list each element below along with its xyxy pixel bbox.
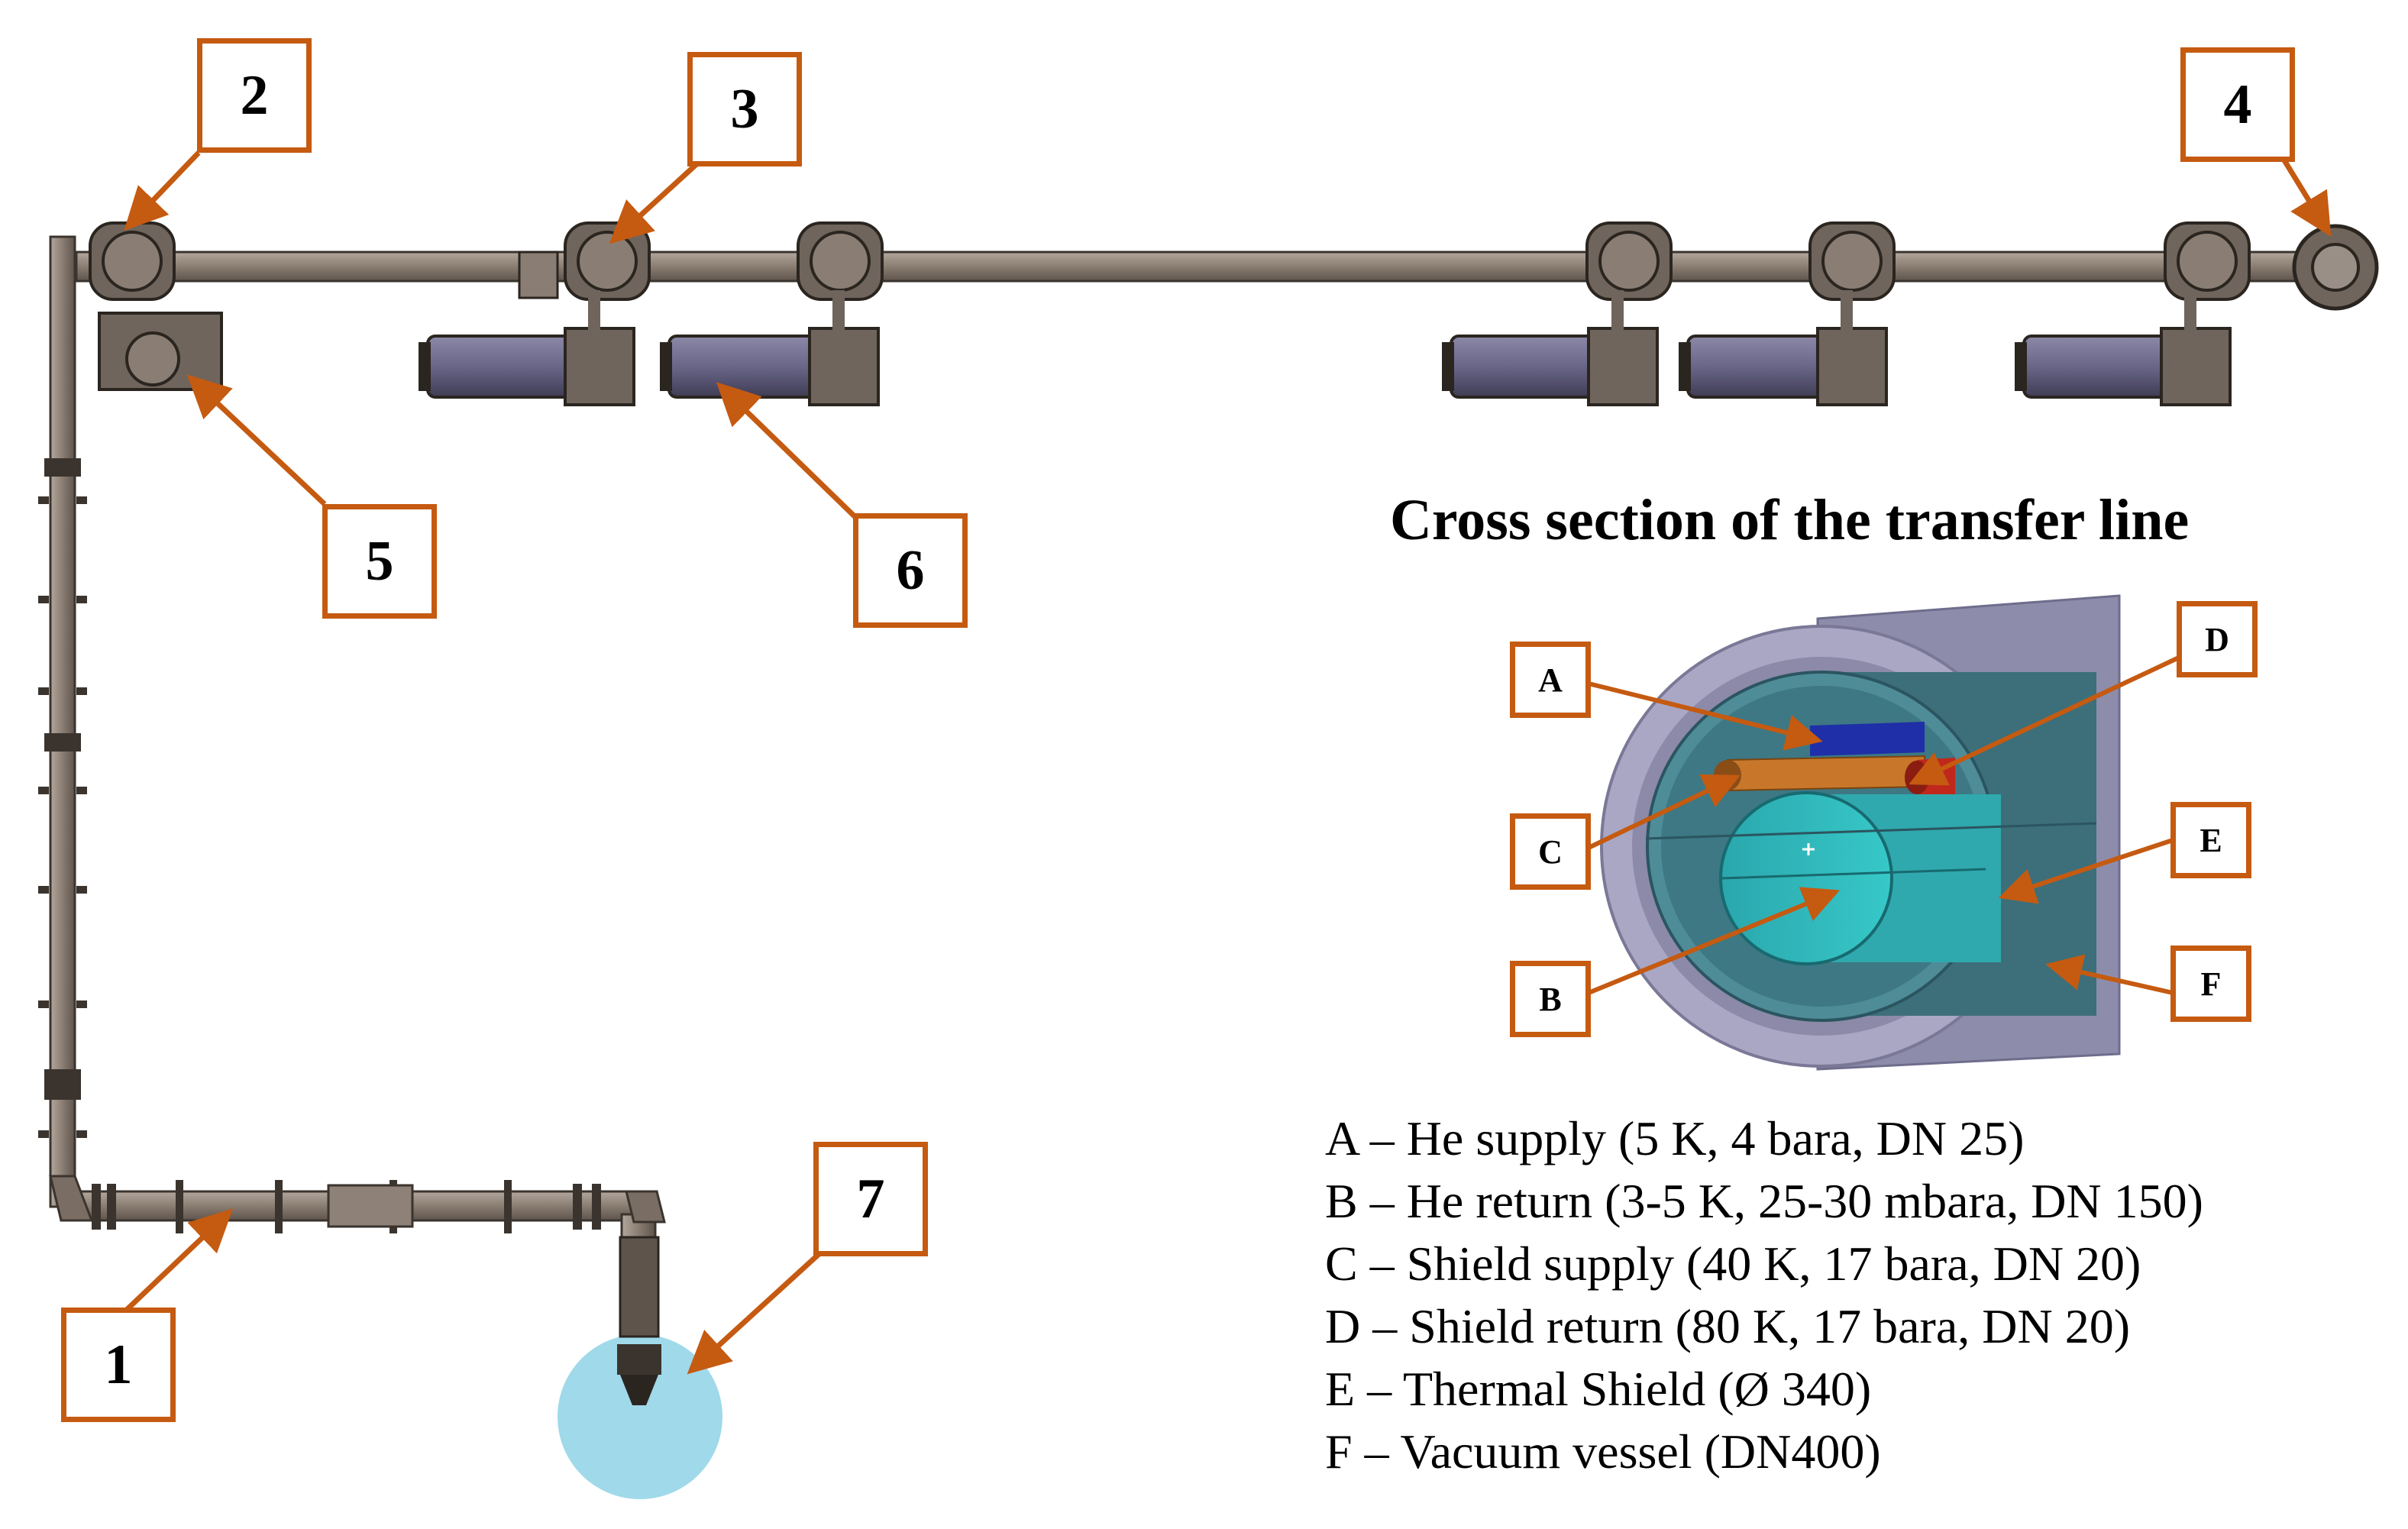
label-a: A	[1510, 642, 1591, 718]
target-connector	[617, 1236, 661, 1405]
valve-box-2	[89, 221, 223, 391]
callout-6: 6	[853, 513, 968, 628]
valve-box-top-a	[797, 221, 884, 301]
arrow-7	[687, 1246, 827, 1375]
arrow-1	[112, 1208, 234, 1324]
callout-1: 1	[61, 1308, 176, 1422]
cryostat-4	[1679, 290, 1888, 406]
valve-box-top-d	[2164, 221, 2251, 301]
arrow-e	[1998, 838, 2174, 904]
cryostat-6	[660, 290, 880, 406]
cryostat-5	[2015, 290, 2232, 406]
legend-item-a: A – He supply (5 K, 4 bara, DN 25)	[1325, 1111, 2025, 1165]
arrow-6	[716, 382, 860, 522]
legend-item-c: C – Shield supply (40 K, 17 bara, DN 20)	[1325, 1236, 2141, 1291]
arrow-2	[124, 150, 201, 231]
arrow-3	[609, 162, 699, 244]
bottom-pipe-flanges	[92, 1180, 601, 1233]
target-circle	[558, 1334, 722, 1499]
label-f: F	[2170, 946, 2251, 1022]
cryostat-3	[1442, 290, 1659, 406]
arrow-a	[1588, 681, 1823, 751]
cross-section-title: Cross section of the transfer line	[1390, 488, 2190, 552]
arrow-5	[186, 374, 327, 506]
arrow-d	[1909, 655, 2182, 786]
main-arrows	[112, 150, 2332, 1375]
valve-box-top-c	[1808, 221, 1896, 301]
cryostat-1	[419, 290, 635, 406]
end-box-4	[2292, 224, 2379, 311]
callout-3: 3	[687, 52, 802, 166]
label-b: B	[1510, 961, 1591, 1037]
vertical-pipe-flanges	[38, 458, 87, 1138]
legend-item-f: F – Vacuum vessel (DN400)	[1325, 1424, 1881, 1479]
cross-section-illustration	[1600, 594, 2121, 1071]
arrow-4	[2280, 155, 2332, 237]
legend-item-d: D – Shield return (80 K, 17 bara, DN 20)	[1325, 1299, 2130, 1353]
callout-4: 4	[2180, 47, 2295, 162]
arrow-c	[1587, 774, 1741, 850]
legend-item-b: B – He return (3-5 K, 25-30 mbara, DN 15…	[1325, 1174, 2203, 1228]
arrow-b	[1587, 887, 1841, 995]
callout-2: 2	[197, 38, 312, 153]
valve-box-3	[518, 221, 651, 301]
label-d: D	[2177, 601, 2258, 677]
legend-item-e: E – Thermal Shield (Ø 340)	[1325, 1362, 1872, 1416]
callout-7: 7	[813, 1142, 928, 1256]
label-e: E	[2170, 802, 2251, 878]
valve-box-top-b	[1585, 221, 1673, 301]
callout-5: 5	[322, 504, 437, 619]
cross-section-arrows	[1587, 655, 2182, 995]
legend: A – He supply (5 K, 4 bara, DN 25) B – H…	[1325, 1107, 2203, 1483]
label-c: C	[1510, 813, 1591, 890]
arrow-f	[2045, 954, 2174, 995]
